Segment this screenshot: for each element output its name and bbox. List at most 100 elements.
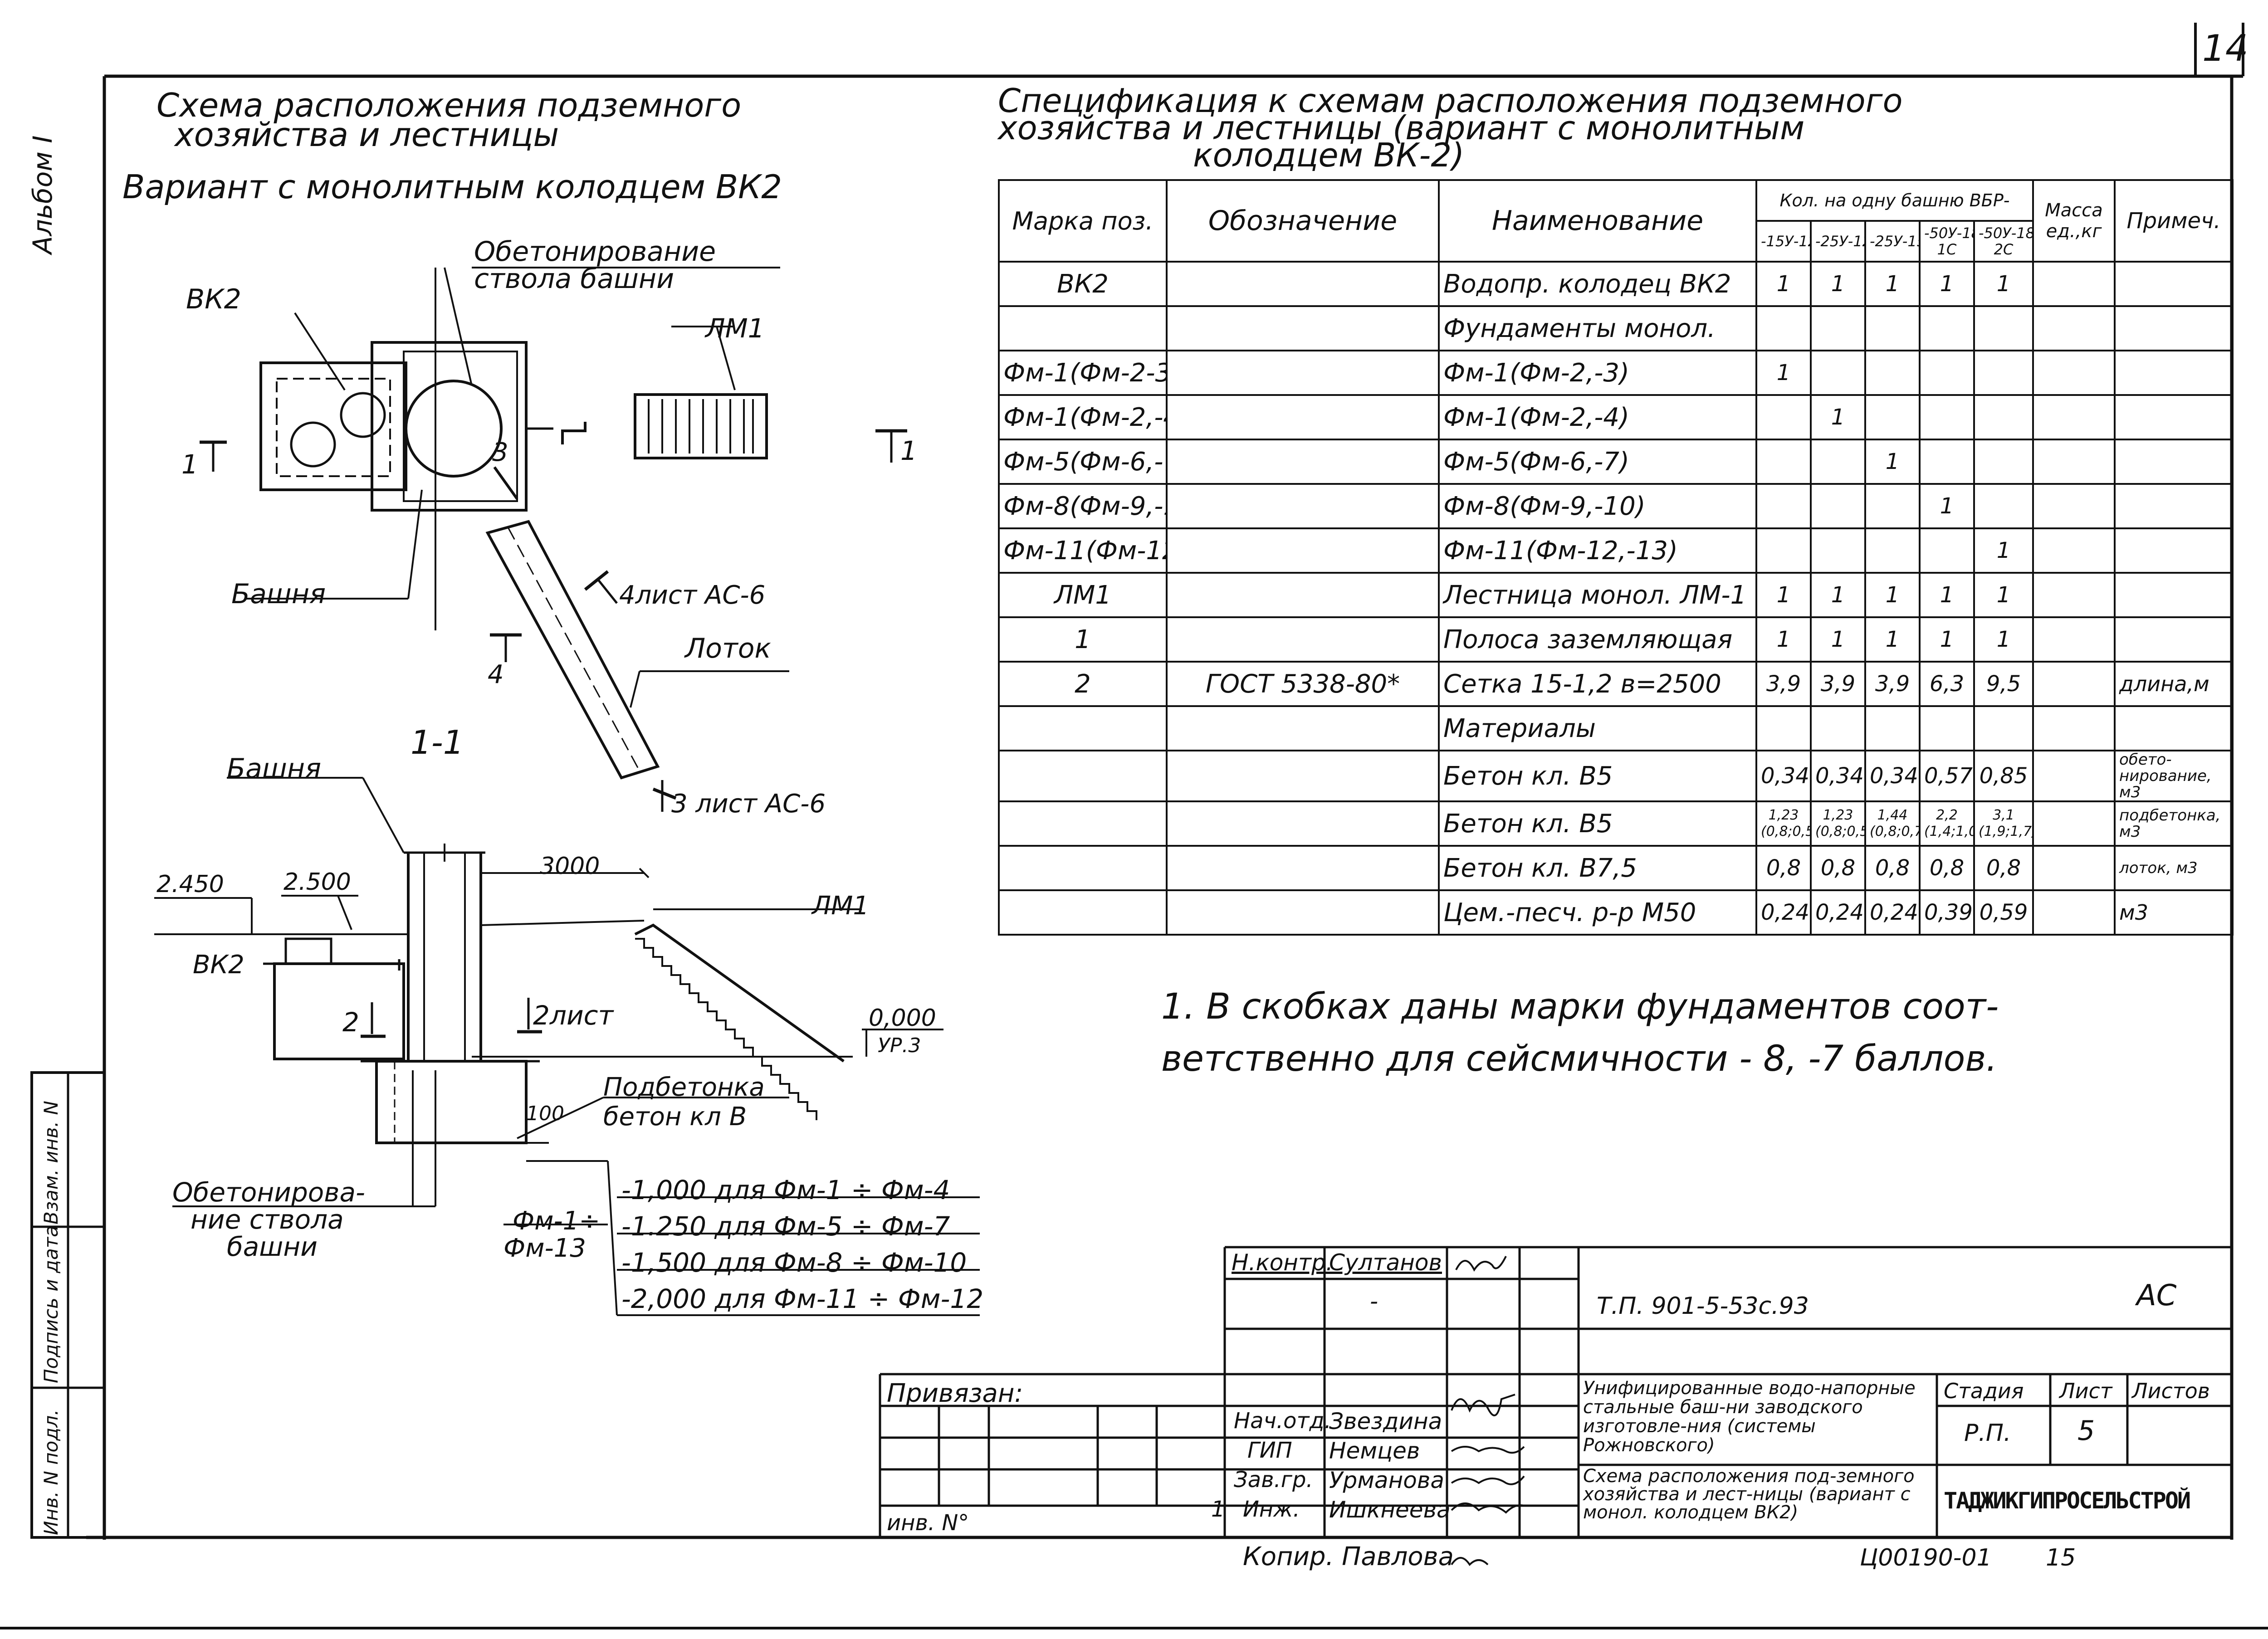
spec-cell-mass — [2032, 616, 2116, 663]
spec-cell-mass — [2032, 394, 2116, 440]
spec-cell-qty — [1864, 350, 1921, 396]
spec-cell-qty: 1 — [1810, 572, 1866, 618]
spec-cell-name: Фм-8(Фм-9,-10) — [1438, 483, 1757, 529]
tb-description-1: Унифицированные водо-напорные стальные б… — [1583, 1378, 1916, 1456]
spec-cell-qty: 1 — [1973, 616, 2034, 663]
tb-dash: - — [1370, 1288, 1378, 1314]
spec-cell-qty: 0,39 — [1919, 889, 1975, 936]
spec-cell-mass — [2032, 705, 2116, 751]
plan-title-line1: Схема расположения подземного — [156, 86, 742, 124]
spec-cell-qty: 1 — [1864, 439, 1921, 485]
spec-cell-note: обето-нирование, м3 — [2114, 750, 2234, 802]
spec-cell-qty: 0,24 — [1755, 889, 1812, 936]
spec-cell-mass — [2032, 889, 2116, 936]
spec-cell-qty: 1 — [1919, 261, 1975, 307]
spec-cell-qty — [1919, 350, 1975, 396]
spec-cell-note: лоток, м3 — [2114, 845, 2234, 891]
spec-cell-qty: 1 — [1755, 261, 1812, 307]
spec-header-row: Марка поз. Обозначение Наименование Кол.… — [998, 179, 2234, 263]
spec-cell-qty — [1755, 483, 1812, 529]
spec-cell-qty — [1810, 483, 1866, 529]
section-concreting-3: башни — [227, 1231, 318, 1262]
spec-row: Фундаменты монол. — [998, 305, 2234, 351]
spec-cell-name: Фм-1(Фм-2,-4) — [1438, 394, 1757, 440]
plan-cut-label-3: 3 — [492, 438, 508, 467]
spec-cell-qty — [1810, 705, 1866, 751]
spec-cell-qty: 0,85 — [1973, 750, 2034, 802]
spec-cell-mark: Фм-8(Фм-9,-10) — [998, 483, 1168, 529]
spec-cell-note — [2114, 705, 2234, 751]
spec-cell-mark: ЛМ1 — [998, 572, 1168, 618]
spec-title-line2: хозяйства и лестницы (вариант с монолитн… — [998, 109, 1805, 147]
spec-cell-mass — [2032, 800, 2116, 847]
section-concreting-1: Обетонирова- — [172, 1177, 365, 1208]
section-tower-label: Башня — [227, 753, 322, 785]
spec-cell-qty: 3,1 (1,9;1,7) — [1973, 800, 2034, 847]
spec-cell-name: Цем.-песч. р-р М50 — [1438, 889, 1757, 936]
spec-cell-mark: Фм-1(Фм-2,-4) — [998, 394, 1168, 440]
spec-cell-qty — [1810, 527, 1866, 574]
spec-cell-designation: ГОСТ 5338-80* — [1166, 661, 1440, 707]
spec-cell-name: Лестница монол. ЛМ-1 — [1438, 572, 1757, 618]
section-dim-100: 100 — [526, 1102, 564, 1125]
plan-tower-label: Башня — [231, 578, 326, 610]
section-fm-range-2: Фм-13 — [503, 1234, 586, 1263]
spec-cell-name: Фм-5(Фм-6,-7) — [1438, 439, 1757, 485]
spec-header-mass: Масса ед.,кг — [2032, 179, 2116, 263]
spec-cell-name: Сетка 15-1,2 в=2500 — [1438, 661, 1757, 707]
spec-cell-mark: ВК2 — [998, 261, 1168, 307]
spec-cell-qty — [1864, 483, 1921, 529]
tb-sheet-label: Лист — [2059, 1379, 2112, 1403]
section-elev-2450: 2.450 — [156, 871, 224, 898]
spec-cell-qty: 1 — [1810, 394, 1866, 440]
spec-cell-qty — [1973, 483, 2034, 529]
spec-cell-name: Фм-1(Фм-2,-3) — [1438, 350, 1757, 396]
plan-cut-label-right: 1 — [900, 435, 917, 466]
tb-person: Урманова — [1329, 1467, 1444, 1493]
spec-cell-note — [2114, 527, 2234, 574]
spec-cell-designation — [1166, 439, 1440, 485]
tb-description-2: Схема расположения под-земного хозяйства… — [1583, 1466, 1915, 1523]
plan-variant: Вариант с монолитным колодцем ВК2 — [122, 168, 782, 206]
spec-cell-qty: 1 — [1973, 527, 2034, 574]
spec-cell-mass — [2032, 661, 2116, 707]
spec-cell-qty: 1 — [1973, 572, 2034, 618]
spec-cell-qty: 1 — [1810, 261, 1866, 307]
spec-cell-qty: 0,57 — [1919, 750, 1975, 802]
spec-cell-note — [2114, 305, 2234, 351]
spec-cell-note: подбетонка, м3 — [2114, 800, 2234, 847]
spec-cell-qty — [1919, 394, 1975, 440]
spec-cell-qty: 1,44 (0,8;0,7) — [1864, 800, 1921, 847]
spec-cell-note — [2114, 394, 2234, 440]
section-depth-1: -1,000 для Фм-1 ÷ Фм-4 — [621, 1175, 950, 1205]
spec-row: Материалы — [998, 705, 2234, 751]
spec-title-line3: колодцем ВК-2) — [1193, 136, 1465, 174]
plan-ref-4: 4лист АС-6 — [619, 580, 766, 610]
spec-cell-mass — [2032, 845, 2116, 891]
plan-vk2-label: ВК2 — [186, 283, 241, 315]
section-fm-range-1: Фм-1÷ — [513, 1206, 601, 1236]
tb-nkontr-role: Н.контр. — [1232, 1249, 1333, 1276]
spec-header-qty: Кол. на одну башню ВБР- — [1755, 179, 2034, 222]
spec-cell-qty — [1973, 394, 2034, 440]
spec-cell-mark — [998, 705, 1168, 751]
plan-tray-label: Лоток — [685, 633, 771, 664]
spec-cell-qty: 0,34 — [1864, 750, 1921, 802]
spec-cell-designation — [1166, 750, 1440, 802]
spec-table: Марка поз. Обозначение Наименование Кол.… — [998, 179, 2234, 936]
spec-cell-qty: 1 — [1864, 261, 1921, 307]
spec-cell-qty: 1 — [1919, 572, 1975, 618]
spec-cell-designation — [1166, 527, 1440, 574]
spec-cell-qty: 0,59 — [1973, 889, 2034, 936]
note-line-1: 1. В скобках даны марки фундаментов соот… — [1161, 986, 1999, 1027]
spec-cell-designation — [1166, 305, 1440, 351]
spec-header-name: Наименование — [1438, 179, 1757, 263]
spec-cell-note: длина,м — [2114, 661, 2234, 707]
spec-header-mark: Марка поз. — [998, 179, 1168, 263]
spec-cell-qty: 0,8 — [1973, 845, 2034, 891]
spec-cell-mark — [998, 305, 1168, 351]
spec-cell-note — [2114, 572, 2234, 618]
spec-cell-qty: 0,8 — [1919, 845, 1975, 891]
